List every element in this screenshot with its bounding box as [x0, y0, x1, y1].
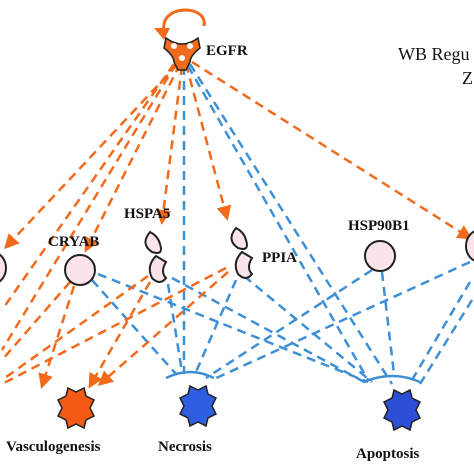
apoptosis-label: Apoptosis — [356, 446, 420, 462]
edge-ppia-to-vasculogenesis — [97, 271, 229, 386]
process-gear-icon — [56, 386, 96, 430]
hspa5-label: HSPA5 — [124, 206, 170, 222]
apoptosis-inhibition-cap — [363, 374, 421, 384]
edge-egfr-to-left-offscreen-node — [3, 63, 179, 250]
edge-egfr-self-loop-arrowhead — [154, 28, 170, 40]
corner-caption: WB Regu Z — [398, 44, 473, 88]
circle-icon — [465, 230, 474, 262]
necrosis-label: Necrosis — [158, 439, 212, 455]
circle-icon — [0, 253, 7, 283]
edge-egfr-to-cryab — [84, 63, 182, 253]
chaperone-icon — [230, 226, 254, 279]
necrosis-node[interactable]: Necrosis — [158, 384, 218, 455]
apoptosis-node[interactable]: Apoptosis — [356, 388, 422, 462]
edge-cryab-to-left — [1, 281, 71, 361]
circle-icon — [364, 240, 396, 272]
circle-icon — [64, 254, 96, 286]
left-offscreen-node[interactable] — [0, 252, 7, 284]
edge-egfr-to-right-offscreen-node — [191, 60, 473, 240]
edge-hsp90b1-to-apoptosis — [380, 271, 396, 375]
right-offscreen-node[interactable] — [465, 230, 474, 262]
chaperone-icon — [144, 230, 168, 283]
edge-cryab-to-necrosis — [91, 279, 177, 375]
edge-ppia-to-vasculogenesis-far — [1, 266, 227, 386]
edge-right-node-to-necrosis — [211, 260, 471, 382]
receptor-icon — [163, 36, 201, 71]
edge-hsp90b1-to-necrosis — [205, 268, 373, 380]
edge-cryab-to-apoptosis — [97, 272, 369, 384]
hspa5-node[interactable]: HSPA5 — [124, 206, 170, 283]
edge-ppia-to-necrosis — [194, 279, 238, 373]
edge-egfr-to-ppia — [184, 63, 232, 221]
edge-hspa5-to-vasculogenesis-2 — [1, 274, 149, 382]
edge-egfr-to-vasculogenesis — [0, 63, 178, 351]
edge-right-node-to-apoptosis — [410, 281, 472, 381]
edge-egfr-self-loop — [162, 8, 206, 31]
edge-hspa5-to-vasculogenesis — [88, 281, 152, 389]
ppia-label: PPIA — [262, 250, 297, 266]
edge-hspa5-to-apoptosis — [171, 276, 369, 386]
nodes-layer: EGFR CRYAB HSPA5 PPIA — [0, 36, 474, 462]
corner-caption-line1: WB Regu — [398, 44, 470, 64]
edge-egfr-to-vasculogenesis-far — [0, 63, 176, 311]
edge-egfr-to-apoptosis — [186, 65, 370, 381]
edge-ppia-to-apoptosis — [243, 275, 373, 383]
edge-egfr-to-hspa5 — [156, 65, 184, 225]
cryab-label: CRYAB — [48, 234, 99, 250]
vasculogenesis-label: Vasculogenesis — [6, 439, 101, 455]
necrosis-inhibition-cap — [165, 370, 215, 380]
edges-layer — [0, 8, 474, 389]
edge-right-node-to-apoptosis-2 — [418, 299, 474, 385]
process-gear-icon — [178, 384, 218, 428]
cryab-node[interactable]: CRYAB — [48, 234, 99, 286]
process-gear-icon — [382, 388, 422, 432]
hsp90b1-node[interactable]: HSP90B1 — [348, 218, 410, 272]
edge-egfr-to-apoptosis-2 — [188, 63, 394, 385]
egfr-label: EGFR — [206, 43, 248, 59]
corner-caption-line2: Z — [462, 68, 473, 88]
edge-cryab-to-vasculogenesis — [38, 285, 76, 389]
hsp90b1-label: HSP90B1 — [348, 218, 410, 234]
egfr-node[interactable]: EGFR — [163, 36, 248, 71]
ppia-node[interactable]: PPIA — [230, 226, 297, 279]
vasculogenesis-node[interactable]: Vasculogenesis — [6, 386, 101, 455]
